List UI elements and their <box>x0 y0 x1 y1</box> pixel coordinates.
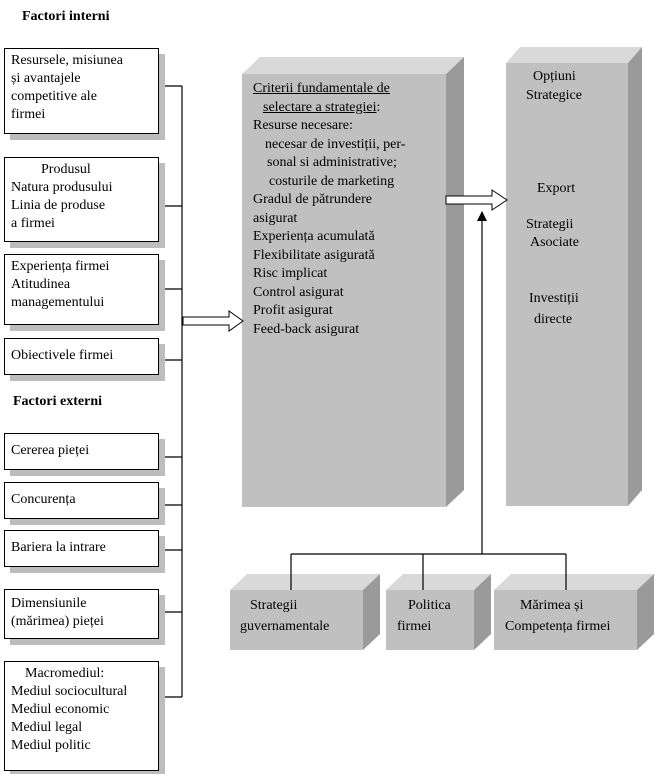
criteria-text: Criterii fundamentale de selectare a str… <box>253 80 405 339</box>
option-associated-line1: Strategii <box>526 217 574 232</box>
firm-size-line1: Mărimea și <box>520 598 584 613</box>
criteria-title-line1: Criterii fundamentale de <box>253 81 390 96</box>
gov-strategies-block <box>230 574 380 650</box>
firm-policy-line1: Politica <box>408 598 451 613</box>
internal-factor-objectives: Obiectivele firmei <box>4 338 159 375</box>
bottom-connector <box>290 211 567 590</box>
criteria-title-line2: selectare a strategiei: <box>263 99 381 115</box>
external-factors-heading: Factori externi <box>13 394 103 409</box>
criteria-item: Feed-back asigurat <box>253 321 360 337</box>
criteria-item: Experiența acumulată <box>253 229 375 244</box>
hollow-arrow-to-options <box>445 189 508 211</box>
options-block <box>506 47 642 506</box>
criteria-block <box>242 57 464 507</box>
criteria-item: Risc implicat <box>253 266 328 281</box>
gov-strategies-line2: guvernamentale <box>240 619 330 634</box>
firm-policy-block <box>386 574 491 650</box>
internal-factor-resources: Resursele, misiunea și avantajele compet… <box>4 48 159 134</box>
left-bracket <box>159 85 183 698</box>
external-factor-entry-barrier: Bariera la intrare <box>4 530 159 567</box>
criteria-item: necesar de investiții, per- <box>265 136 406 152</box>
external-factor-competition: Concurența <box>4 482 159 519</box>
criteria-item: Gradul de pătrundere <box>253 192 372 207</box>
option-investments-line1: Investiții <box>529 291 579 306</box>
option-associated-line2: Asociate <box>530 235 579 250</box>
external-factor-market-size: Dimensiunile (mărimea) pieței <box>4 589 159 639</box>
internal-factor-experience: Experiența firmei Atitudinea managementu… <box>4 254 159 325</box>
internal-factors-heading: Factori interni <box>22 9 110 24</box>
firm-size-line2: Competența firmei <box>505 619 611 634</box>
external-factor-macroenvironment: Macromediul: Mediul sociocultural Mediul… <box>4 661 159 771</box>
criteria-item: costurile de marketing <box>269 173 395 189</box>
criteria-item: sonal si administrative; <box>267 155 397 170</box>
option-export: Export <box>537 181 576 196</box>
option-investments-line2: directe <box>534 312 573 327</box>
criteria-item: Flexibilitate asigurată <box>253 247 375 263</box>
criteria-item: asigurat <box>253 210 298 226</box>
firm-policy-line2: firmei <box>397 619 432 634</box>
criteria-item: Control asigurat <box>253 284 344 300</box>
external-factor-market-demand: Cererea pieței <box>4 433 159 470</box>
criteria-item: Profit asigurat <box>253 303 333 318</box>
firm-size-block <box>494 574 654 650</box>
criteria-item: Resurse necesare: <box>253 118 353 133</box>
options-title-line1: Opțiuni <box>533 69 576 84</box>
hollow-arrow-to-criteria <box>182 310 244 332</box>
gov-strategies-line1: Strategii <box>250 598 298 613</box>
options-title-line2: Strategice <box>526 88 582 103</box>
internal-factor-product: Produsul Natura produsului Linia de prod… <box>4 157 159 242</box>
